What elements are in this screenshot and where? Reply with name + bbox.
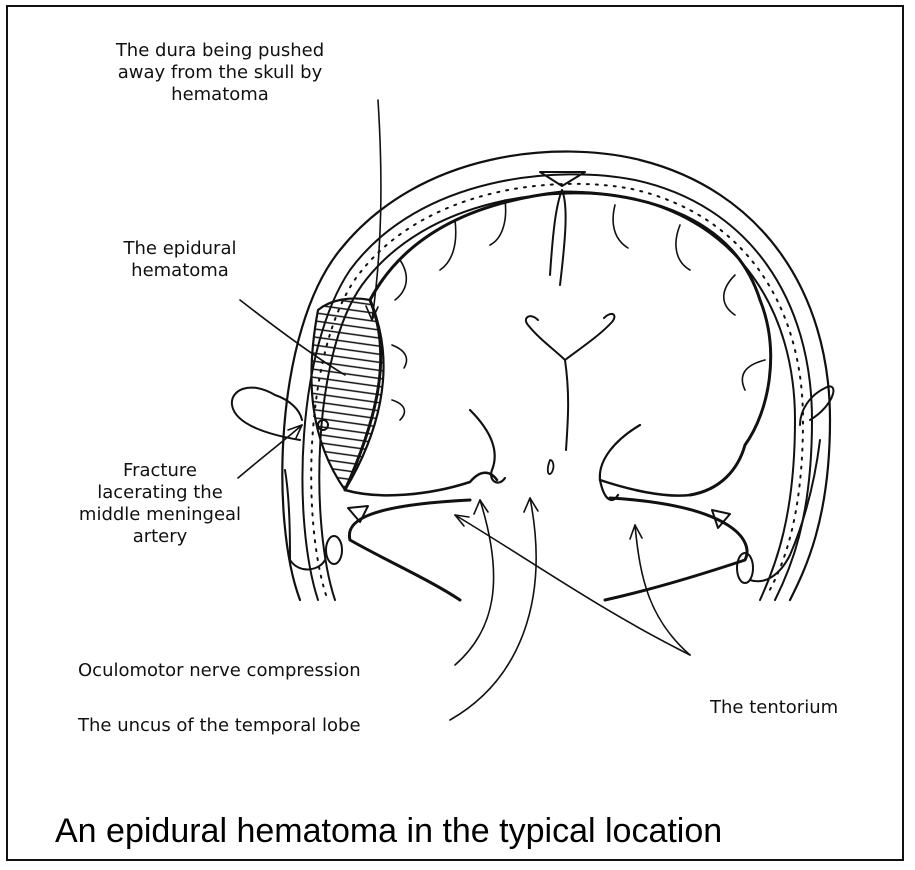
left-transverse-sinus: [348, 506, 368, 522]
brain-surface: [345, 192, 771, 495]
dura-label-line1: The dura being pushed: [70, 40, 370, 62]
epidural-label-line2: hematoma: [90, 260, 270, 282]
third-ventricle: [548, 460, 554, 474]
uncus-label: The uncus of the temporal lobe: [78, 715, 361, 737]
left-temporal-base: [345, 473, 497, 496]
right-temporal-base: [600, 480, 690, 496]
oculomotor-label: Oculomotor nerve compression: [78, 660, 361, 682]
tentorium-label: The tentorium: [710, 697, 838, 719]
uncus-leader: [450, 498, 536, 720]
fracture-label-line4: artery: [70, 526, 250, 548]
epidural-label-line1: The epidural: [90, 238, 270, 260]
falx: [550, 190, 566, 285]
left-ear-canal: [326, 536, 342, 564]
epidural-hematoma: [311, 298, 383, 490]
fracture-label-line1: Fracture: [70, 460, 250, 482]
dura-label: The dura being pushed away from the skul…: [70, 40, 370, 106]
dura-label-line3: hematoma: [70, 84, 370, 106]
dura-label-line2: away from the skull by: [70, 62, 370, 84]
skull-inner: [319, 193, 795, 600]
fracture-label: Fracture lacerating the middle meningeal…: [70, 460, 250, 548]
epidural-hematoma-label: The epidural hematoma: [90, 238, 270, 282]
figure-caption: An epidural hematoma in the typical loca…: [55, 812, 885, 851]
fracture-label-line2: lacerating the: [70, 482, 250, 504]
lateral-ventricles: [526, 314, 615, 450]
tentorium-leader-left: [455, 515, 690, 655]
oculomotor-leader: [455, 500, 494, 665]
fracture-label-line3: middle meningeal: [70, 504, 250, 526]
left-tentorium: [349, 500, 470, 600]
